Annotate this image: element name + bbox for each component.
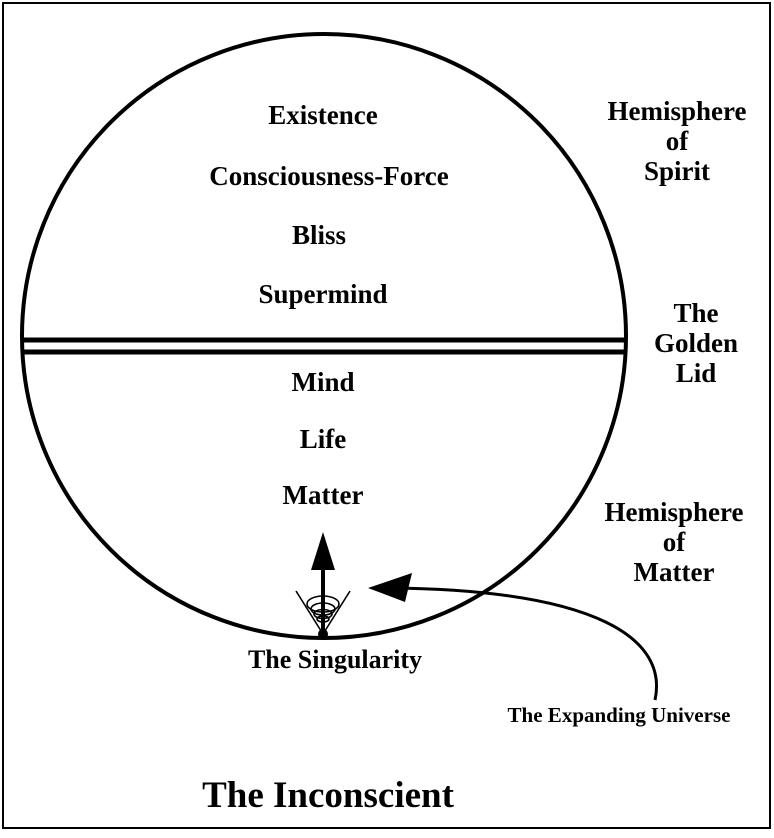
singularity-point [318, 629, 328, 639]
plane-life: Life [299, 424, 347, 454]
singularity-swirl [295, 590, 351, 635]
singularity-label: The Singularity [247, 645, 423, 674]
plane-consciousness-force: Consciousness-Force [209, 161, 449, 191]
expanding-universe-arrowhead [368, 573, 412, 602]
plane-existence: Existence [268, 100, 378, 130]
golden-lid-label: The Golden Lid [653, 298, 739, 388]
plane-supermind: Supermind [258, 279, 388, 309]
hemisphere-of-matter-label: Hemisphere of Matter [604, 497, 744, 587]
expanding-universe-arrow [388, 583, 658, 701]
upward-arrow [311, 532, 335, 634]
inconscient-label: The Inconscient [202, 775, 454, 816]
plane-mind: Mind [291, 367, 355, 397]
expanding-universe-label: The Expanding Universe [507, 703, 731, 727]
plane-matter: Matter [282, 480, 364, 510]
golden-lid-line [24, 337, 624, 355]
plane-bliss: Bliss [291, 220, 347, 250]
hemisphere-of-spirit-label: Hemisphere of Spirit [607, 96, 747, 186]
